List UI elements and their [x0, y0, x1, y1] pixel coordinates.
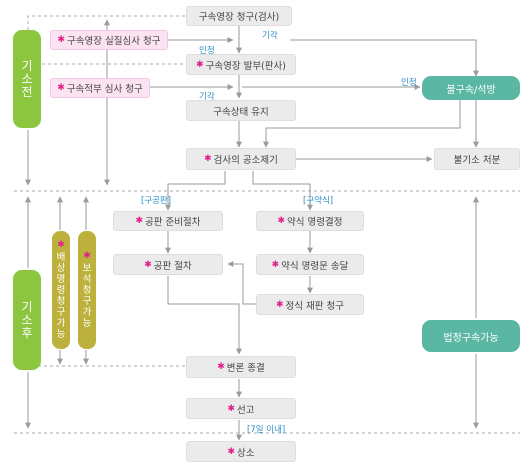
- marker-icon: ✱: [57, 35, 66, 45]
- edge-label-rejected-1: 기각: [262, 31, 278, 41]
- node-sentencing: ✱선고: [186, 398, 296, 419]
- node-detention-kept: 구속상태 유지: [186, 100, 296, 121]
- node-formal-trial-request: ✱정식 재판 청구: [256, 294, 364, 315]
- edge-label-summary-order: [구약식]: [303, 196, 334, 206]
- edge-label-public-trial: [구공판]: [141, 196, 172, 206]
- marker-icon: ✱: [57, 83, 65, 93]
- marker-icon: ✱: [204, 154, 212, 164]
- marker-icon: ✱: [144, 259, 152, 270]
- marker-icon: ✱: [277, 216, 286, 226]
- node-closing: ✱변론 종결: [186, 356, 296, 378]
- arrow-rejected-to-release: [290, 39, 479, 77]
- node-no-indictment: 불기소 처분: [434, 148, 520, 170]
- node-pretrial-prep: ✱공판 준비절차: [113, 211, 223, 231]
- arrow-trial-to-closing: [167, 276, 242, 355]
- pre-stage-bracket: [27, 15, 186, 30]
- marker-icon: ✱: [217, 362, 225, 372]
- arrow-to-public-trial: [165, 171, 226, 211]
- node-indictment: ✱검사의 공소제기: [186, 148, 296, 170]
- edge-label-within-7-days: [7일 이내]: [247, 425, 286, 435]
- marker-icon: ✱: [196, 59, 204, 70]
- edge-label-approved-2: 인정: [401, 78, 417, 88]
- node-warrant-review-request: ✱구속영장 실질심사 청구: [50, 30, 168, 50]
- marker-icon: ✱: [57, 240, 65, 250]
- node-appeal: ✱상소: [186, 441, 296, 462]
- marker-icon: ✱: [227, 403, 236, 414]
- arrow-to-summary: [252, 171, 313, 211]
- edge-label-approved-1: 인정: [199, 46, 215, 56]
- marker-icon: ✱: [275, 299, 284, 310]
- marker-icon: ✱: [83, 251, 91, 261]
- node-legality-review-request: ✱구속적부 심사 청구: [50, 78, 150, 98]
- node-arrest-warrant: 구속영장 청구(검사): [186, 6, 292, 26]
- node-summary-decision: ✱약식 명령결정: [256, 211, 364, 231]
- arrow-formal-to-trial: [227, 261, 256, 305]
- node-release: 불구속/석방: [422, 76, 520, 100]
- arrow-release-to-indictment: [263, 99, 461, 148]
- node-trial: ✱공판 절차: [113, 254, 223, 275]
- marker-icon: ✱: [227, 446, 236, 457]
- edge-label-rejected-2: 기각: [199, 92, 215, 102]
- marker-icon: ✱: [271, 259, 280, 270]
- node-summary-delivery: ✱약식 명령문 송달: [256, 254, 364, 275]
- marker-icon: ✱: [135, 216, 144, 226]
- node-statutory-detention: 법정구속가능: [422, 320, 520, 352]
- node-warrant-issued: ✱구속영장 발부(판사): [186, 54, 296, 75]
